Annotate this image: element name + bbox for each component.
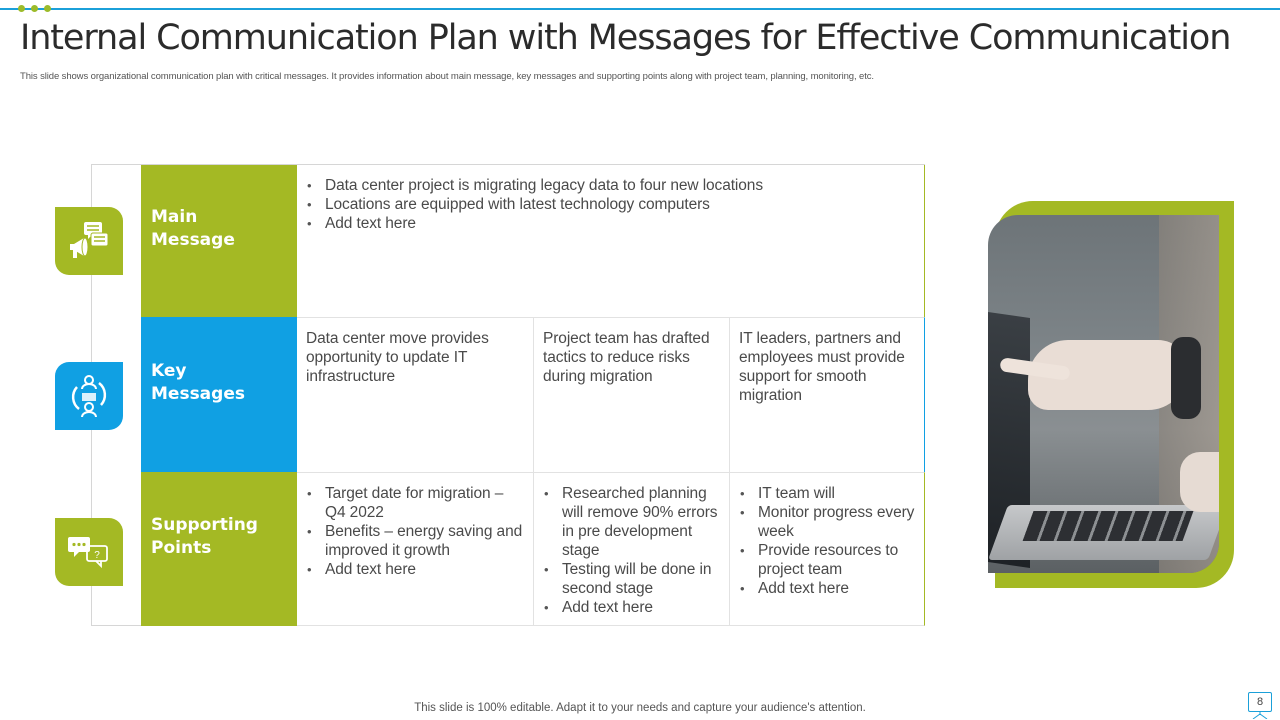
row-header-supporting-points: Supporting Points bbox=[141, 472, 297, 626]
slide-subtitle: This slide shows organizational communic… bbox=[20, 71, 874, 82]
second-hand bbox=[1180, 452, 1219, 512]
footer-note: This slide is 100% editable. Adapt it to… bbox=[414, 702, 866, 714]
people-exchange-icon bbox=[71, 375, 107, 418]
bullet-item: Testing will be done in second stage bbox=[543, 560, 721, 598]
page-number: 8 bbox=[1248, 692, 1272, 712]
people-exchange-icon-tile bbox=[55, 362, 123, 430]
dot-connector bbox=[38, 7, 44, 10]
key-message-cell: Data center move provides opportunity to… bbox=[306, 330, 489, 385]
header-dot bbox=[31, 5, 38, 12]
row-header-label: Messages bbox=[151, 383, 245, 404]
bullet-item: Add text here bbox=[543, 598, 721, 617]
bullet-item: Benefits – energy saving and improved it… bbox=[306, 522, 525, 560]
bullet-item: Researched planning will remove 90% erro… bbox=[543, 484, 721, 560]
header-dot bbox=[18, 5, 25, 12]
slide-title: Internal Communication Plan with Message… bbox=[20, 18, 1231, 58]
key-message-cell: Project team has drafted tactics to redu… bbox=[533, 318, 729, 472]
supporting-point-cell: IT team will Monitor progress every week… bbox=[729, 473, 924, 625]
megaphone-chat-icon-tile bbox=[55, 207, 123, 275]
row-header-label: Points bbox=[151, 538, 212, 558]
row-header-key-messages: Key Messages bbox=[141, 317, 297, 472]
bullet-item: Provide resources to project team bbox=[739, 541, 916, 579]
header-dot bbox=[44, 5, 51, 12]
presentation-stand-icon bbox=[1252, 711, 1268, 719]
bullet-item: Data center project is migrating legacy … bbox=[306, 176, 916, 195]
header-dots bbox=[18, 5, 51, 12]
dot-connector bbox=[25, 7, 31, 10]
bullet-item: Locations are equipped with latest techn… bbox=[306, 195, 916, 214]
table-row-supporting-points: Supporting Points Target date for migrat… bbox=[141, 472, 925, 626]
main-message-cell: Data center project is migrating legacy … bbox=[297, 165, 924, 317]
row-header-label: Message bbox=[151, 230, 235, 250]
row-header-label: Main bbox=[151, 207, 198, 227]
chat-question-icon-tile: ? bbox=[55, 518, 123, 586]
laptop-photo bbox=[988, 215, 1219, 573]
table-row-key-messages: Key Messages Data center move provides o… bbox=[141, 317, 925, 472]
bullet-item: Add text here bbox=[306, 560, 525, 579]
row-header-label: Supporting bbox=[151, 515, 258, 535]
bullet-item: Monitor progress every week bbox=[739, 503, 916, 541]
bullet-item: Add text here bbox=[739, 579, 916, 598]
supporting-point-cell: Researched planning will remove 90% erro… bbox=[533, 473, 729, 625]
row-header-main-message: Main Message bbox=[141, 165, 297, 317]
wristwatch bbox=[1171, 337, 1201, 419]
table-row-main-message: Main Message Data center project is migr… bbox=[141, 165, 925, 317]
chat-question-icon: ? bbox=[68, 537, 108, 569]
laptop-keys bbox=[1022, 511, 1194, 541]
key-message-cell: IT leaders, partners and employees must … bbox=[729, 318, 924, 472]
row-header-label: Key bbox=[151, 360, 187, 381]
svg-text:?: ? bbox=[94, 550, 100, 561]
header-rule bbox=[0, 8, 1280, 10]
bullet-item: IT team will bbox=[739, 484, 916, 503]
megaphone-chat-icon bbox=[70, 222, 109, 258]
supporting-point-cell: Target date for migration – Q4 2022 Bene… bbox=[297, 473, 533, 625]
bullet-item: Add text here bbox=[306, 214, 916, 233]
bullet-item: Target date for migration – Q4 2022 bbox=[306, 484, 525, 522]
